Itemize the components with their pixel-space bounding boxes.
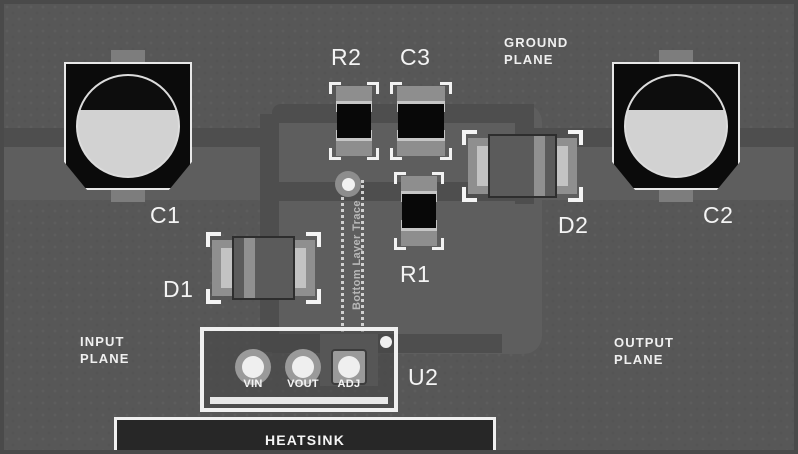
bottom-trace-line-right xyxy=(361,180,364,332)
d1-body xyxy=(232,236,295,300)
ref-label-d1: D1 xyxy=(163,276,194,302)
resistor-r1[interactable] xyxy=(394,172,444,250)
d1-cathode-band xyxy=(244,238,255,298)
ref-label-r1: R1 xyxy=(400,261,431,287)
c2-pad-negative xyxy=(659,188,693,202)
ref-label-c3: C3 xyxy=(400,44,431,70)
u2-pin-label-adj: ADJ xyxy=(337,378,361,390)
c3-body xyxy=(398,104,444,138)
bottom-layer-trace-label: Bottom Layer Trace xyxy=(351,200,363,310)
bottom-trace-line-left xyxy=(341,180,344,332)
label-input-plane: INPUT PLANE xyxy=(80,334,130,366)
c1-pad-negative xyxy=(111,188,145,202)
diode-d1[interactable] xyxy=(206,232,321,304)
heatsink[interactable]: HEATSINK xyxy=(114,417,496,450)
r1-silkscreen xyxy=(394,172,444,250)
via-adj[interactable] xyxy=(335,171,361,197)
label-output-plane: OUTPUT PLANE xyxy=(614,335,675,367)
capacitor-c3[interactable] xyxy=(390,82,452,160)
u2-pin-label-vout: VOUT xyxy=(287,378,319,390)
c1-body xyxy=(76,74,180,178)
r2-body xyxy=(337,104,371,138)
ref-label-c1: C1 xyxy=(150,202,181,228)
u2-pin-vin[interactable] xyxy=(235,349,271,385)
ref-label-d2: D2 xyxy=(558,212,589,238)
ref-label-r2: R2 xyxy=(331,44,362,70)
u2-pin-adj[interactable] xyxy=(331,349,367,385)
resistor-r2[interactable] xyxy=(329,82,379,160)
u2-pin-label-vin: VIN xyxy=(243,378,263,390)
capacitor-c1[interactable] xyxy=(64,50,192,202)
c1-pad-positive xyxy=(111,50,145,64)
r1-body xyxy=(402,194,436,228)
ref-label-u2: U2 xyxy=(408,364,439,390)
c2-pad-positive xyxy=(659,50,693,64)
ref-label-c2: C2 xyxy=(703,202,734,228)
c2-body xyxy=(624,74,728,178)
label-ground-plane: GROUND PLANE xyxy=(504,35,569,67)
u2-bottom-bar xyxy=(210,397,388,404)
u2-pin1-marker-dot xyxy=(380,336,392,348)
d2-cathode-band xyxy=(534,136,545,196)
d2-pad-cathode xyxy=(547,138,577,194)
heatsink-label: HEATSINK xyxy=(264,431,346,448)
d2-body xyxy=(488,134,557,198)
u2-pin-vout[interactable] xyxy=(285,349,321,385)
r2-silkscreen xyxy=(329,82,379,160)
diode-d2[interactable] xyxy=(462,130,583,202)
c3-silkscreen xyxy=(390,82,452,160)
capacitor-c2[interactable] xyxy=(612,50,740,202)
